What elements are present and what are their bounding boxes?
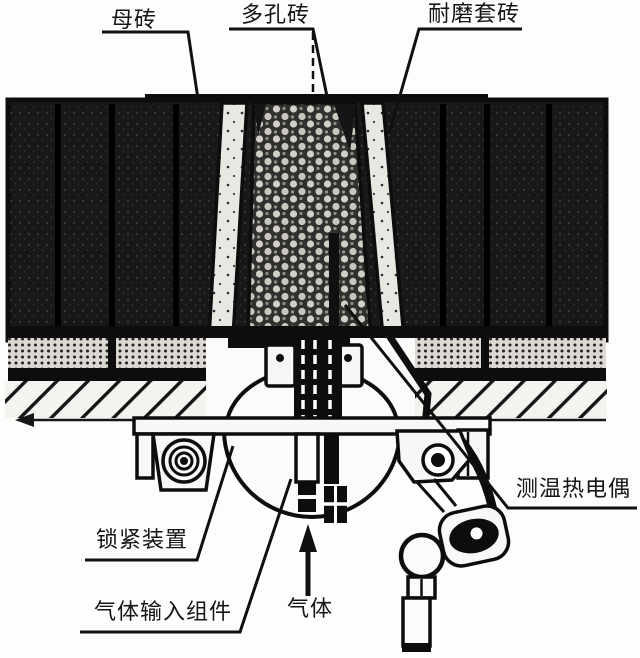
gas-pipe-tip-1 xyxy=(298,482,316,495)
leader-mother-brick xyxy=(102,30,200,100)
lock-bolt-center xyxy=(180,457,188,465)
label-mother-brick: 母砖 xyxy=(111,8,158,33)
joint-wedge-right xyxy=(334,104,356,152)
clamp-right-pin xyxy=(344,354,352,362)
leader-porous-brick xyxy=(229,27,330,102)
brick-joints xyxy=(55,104,552,326)
actuator-rod xyxy=(401,596,432,648)
gas-flow-arrow-icon xyxy=(299,524,317,596)
gas-pipe-tip-2 xyxy=(298,499,316,512)
label-locking-device: 锁紧装置 xyxy=(96,528,189,553)
section-arrow-icon xyxy=(15,413,34,427)
lock-bolt-ring-mid xyxy=(168,445,200,477)
lever-arm xyxy=(437,504,511,568)
label-porous-brick: 多孔砖 xyxy=(241,3,311,28)
joint-wedge-left xyxy=(254,104,266,136)
thermocouple-rod-upper xyxy=(329,233,339,338)
leader-wear-sleeve xyxy=(387,27,522,135)
lock-bolt-ring-inner xyxy=(174,451,194,471)
leader-lines xyxy=(80,27,637,634)
label-wear-sleeve-brick: 耐磨套砖 xyxy=(428,2,521,27)
actuator-rod-cap xyxy=(402,643,431,652)
lever-strap xyxy=(414,478,458,514)
porous-brick-body xyxy=(246,101,373,340)
leader-gas-input xyxy=(80,478,293,634)
clamp-left-pin xyxy=(276,354,284,362)
furnace-brick-mass xyxy=(5,94,609,343)
label-thermocouple: 测温热电偶 xyxy=(516,477,632,502)
clamp-left xyxy=(264,343,297,388)
leader-thermocouple xyxy=(343,304,637,510)
cam-pad-hole xyxy=(470,527,483,540)
label-gas-input-assembly: 气体输入组件 xyxy=(94,600,233,625)
ball-joint xyxy=(398,532,446,580)
lever-pivot-pin xyxy=(431,453,445,467)
leader-locking-device xyxy=(85,445,235,562)
thermocouple-sheath xyxy=(324,434,339,484)
insulation-joint-right xyxy=(481,338,489,370)
label-gas: 气体 xyxy=(287,597,334,622)
gas-input-pipe xyxy=(294,432,320,484)
plug-holder-mechanism xyxy=(132,326,511,652)
insulation-joint-left xyxy=(108,338,116,370)
bracket-left xyxy=(135,432,155,480)
gas-pipe-upper xyxy=(294,330,342,428)
